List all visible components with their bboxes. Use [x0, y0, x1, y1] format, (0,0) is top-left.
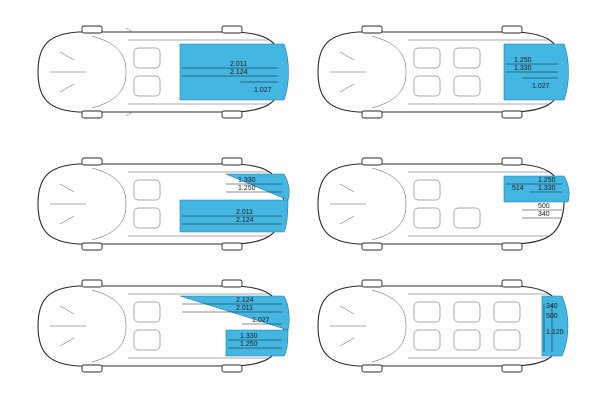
dimension-label: 2.011: [230, 61, 247, 68]
dimension-lines: [506, 63, 558, 79]
cargo-area: [179, 173, 290, 233]
vehicle-diagram-3: 1.330 1.250 2.011 2.124: [30, 152, 290, 256]
dimension-label: 514: [512, 185, 524, 192]
dimension-label: 2.124: [230, 69, 248, 76]
dimension-label: 2.124: [236, 297, 254, 304]
vehicle-diagram-6: 340 500 1.120: [310, 274, 570, 378]
vehicle-outline-icon: [317, 157, 565, 251]
dimension-label: 1.330: [238, 177, 256, 184]
dimension-label: 1.330: [514, 65, 532, 72]
cargo-area: [541, 295, 569, 357]
dimension-label: 1.330: [538, 185, 556, 192]
dimension-label: 500: [538, 203, 550, 210]
dimension-label: 1.250: [238, 185, 256, 192]
dimension-lines: [182, 303, 282, 349]
dimension-label: 2.011: [236, 305, 253, 312]
dimension-label: 1.250: [240, 341, 258, 348]
dimension-label: 1.027: [252, 317, 270, 324]
vehicle-diagram-5: 2.124 2.011 1.027 1.330 1.250: [30, 274, 290, 378]
dimension-label: 1.330: [240, 333, 258, 340]
dimension-label: 1.027: [254, 87, 272, 94]
vehicle-topview-2: 1.250 1.330 1.027: [317, 25, 569, 119]
vehicle-diagram-2: 1.250 1.330 1.027: [310, 20, 570, 124]
vehicle-outline-icon: [317, 279, 565, 373]
dimension-label: 1.027: [532, 83, 550, 90]
dimension-label: 2.124: [236, 217, 254, 224]
dimension-label: 1.120: [546, 329, 564, 336]
vehicle-topview-5: 2.124 2.011 1.027 1.330 1.250: [37, 279, 290, 373]
vehicle-outline-icon: [37, 279, 285, 373]
cargo-area: [503, 175, 570, 203]
vehicle-diagram-4: 514 1.250 1.330 500 340: [310, 152, 570, 256]
vehicle-topview-1: 2.011 2.124 1.027: [37, 25, 289, 119]
vehicle-outline-icon: [37, 25, 285, 119]
dimension-label: 340: [546, 303, 558, 310]
dimension-lines: [182, 183, 282, 225]
cargo-area: [179, 295, 290, 357]
dimension-lines: [506, 183, 562, 219]
dimension-label: 340: [538, 211, 550, 218]
vehicle-topview-3: 1.330 1.250 2.011 2.124: [37, 157, 290, 251]
dimension-label: 1.250: [514, 57, 532, 64]
vehicle-outline-icon: [317, 25, 565, 119]
dimension-label: 1.250: [538, 177, 556, 184]
vehicle-topview-4: 514 1.250 1.330 500 340: [317, 157, 570, 251]
dimension-label: 500: [546, 313, 558, 320]
dimension-lines: [182, 67, 278, 83]
vehicle-topview-6: 340 500 1.120: [317, 279, 569, 373]
vehicle-diagram-1: 2.011 2.124 1.027: [30, 20, 290, 124]
dimension-label: 2.011: [236, 209, 253, 216]
cargo-area: [179, 43, 289, 101]
dimension-lines: [543, 304, 553, 352]
